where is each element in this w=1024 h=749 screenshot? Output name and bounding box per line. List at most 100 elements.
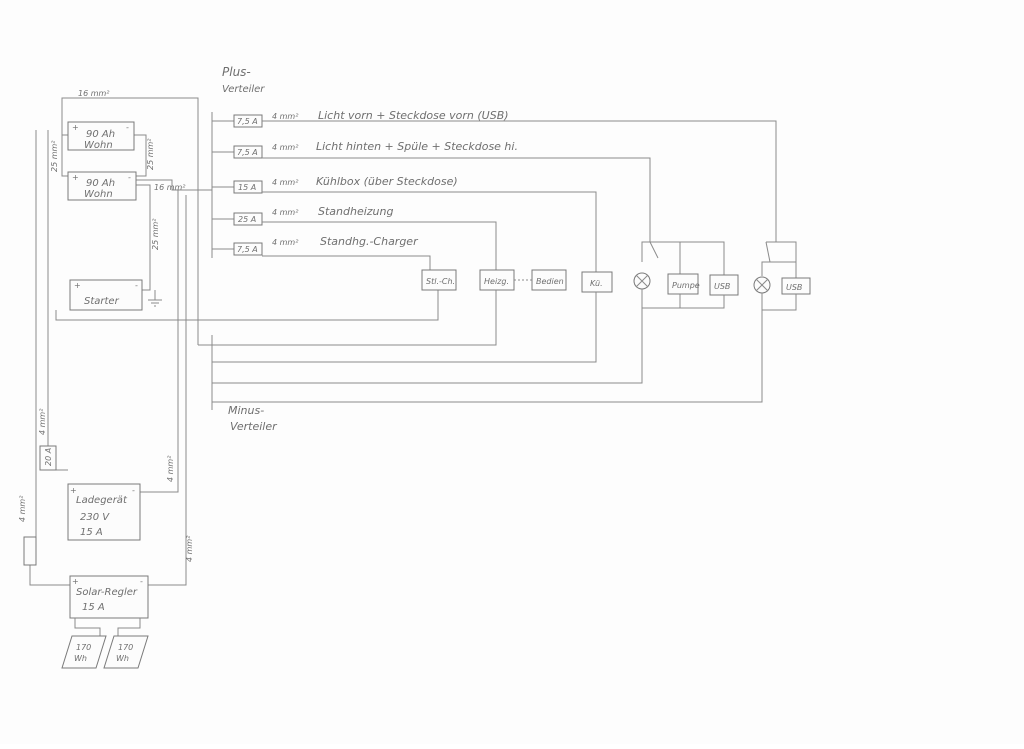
wire-charger-minus [140,190,179,493]
label-16mm-mid: 16 mm² [154,183,186,192]
load-ku: Kü. [581,271,613,293]
solar-panel-left-unit: Wh [74,654,87,663]
wire-solar-panel-right [117,618,141,636]
solar-controller-box [69,575,149,619]
label-25mm-left: 25 mm² [50,140,59,172]
charger-fuse-box [39,445,57,471]
return-front [212,310,763,403]
charger: + - Ladegerät 230 V 15 A [67,483,141,541]
load-bedien: Bedien [531,269,567,291]
wire-bat1-bat2-minus [134,134,147,177]
circuit-1: 7,5 A 4 mm² Licht vorn + Steckdose vorn … [212,109,777,243]
wire-25-to-starter [136,184,151,291]
solar-panel-right-shape [103,635,149,669]
minus-distributor-title: Minus- [228,404,264,417]
load-stlch: Stl.-Ch. [421,269,457,291]
circuit-3-line [262,191,597,272]
circuit-3-fuse [233,180,263,194]
circuit-3-desc: Kühlbox (über Steckdose) [316,175,458,188]
load-stlch-box [421,269,457,291]
wire-solar-plus [29,565,70,586]
circuit-4-wire: 4 mm² [272,208,299,217]
circuit-2: 7,5 A 4 mm² Licht hinten + Spüle + Steck… [212,140,651,242]
circuit-4-fuse-label: 25 A [238,215,256,224]
battery-wohn-2-box [67,171,137,201]
minus-distributor-subtitle: Verteiler [230,420,278,433]
circuit-4-desc: Standheizung [318,205,394,218]
solar-panel-left: 170 Wh [61,635,107,669]
load-bedien-label: Bedien [536,277,564,286]
battery-wohn-1-plus: + [72,123,79,132]
switch-front [765,241,771,263]
solar-controller-minus: - [140,577,143,586]
circuit-5: 7,5 A 4 mm² Standhg.-Charger [212,235,431,270]
circuit-1-wire: 4 mm² [272,112,299,121]
label-25mm-right: 25 mm² [146,138,155,170]
solar-fuse [23,536,37,566]
label-4mm-solar-left: 4 mm² [18,495,27,522]
solar-panel-right: 170 Wh [103,635,149,669]
battery-wohn-2-label: Wohn [84,189,113,200]
battery-starter: + - Starter [69,279,143,311]
circuit-4-fuse [233,212,263,226]
battery-bank-wiring [29,97,439,586]
switch-rear-return [641,289,725,309]
battery-wohn-2-capacity: 90 Ah [86,178,115,189]
switch-group-rear: Pumpe USB [633,241,739,309]
plus-distributor-subtitle: Verteiler [222,84,265,95]
wire-bat1-bat2-plus [61,135,68,177]
solar-panel-right-value: 170 [118,643,133,652]
circuit-1-line [262,120,777,243]
circuit-2-wire: 4 mm² [272,143,299,152]
solar-controller-name: Solar-Regler [76,587,138,598]
load-ku-box [581,271,613,293]
circuit-5-desc: Standhg.-Charger [320,235,419,248]
label-4mm-charger-left: 4 mm² [38,408,47,435]
wire-16-top [61,97,199,120]
charger-current: 15 A [80,527,103,538]
load-stlch-label: Stl.-Ch. [426,277,455,286]
lamp-rear-cross-b [635,274,649,288]
usb2-feed [776,241,797,262]
circuit-5-line [262,255,431,270]
battery-wohn-2: + - 90 Ah Wohn [67,171,137,201]
wire-bat1-plus [61,120,68,136]
load-heizg: Heizg. [479,269,515,291]
return-ku [212,292,597,363]
switch-rear [649,241,659,259]
load-heizg-label: Heizg. [484,277,509,286]
switch-group-front: USB [753,241,811,311]
battery-starter-plus: + [74,281,81,290]
lamp-front-cross-b [755,278,769,292]
wire-solar-panel-left [74,618,101,636]
battery-wohn-2-plus: + [72,173,79,182]
charger-voltage: 230 V [80,512,110,523]
solar-panel-left-shape [61,635,107,669]
circuit-4-line [262,221,497,270]
load-pumpe-box [667,273,699,295]
label-16mm-top: 16 mm² [78,89,110,98]
solar-panel-right-unit: Wh [116,654,129,663]
circuit-2-fuse [233,145,263,159]
label-25mm-starter: 25 mm² [151,218,160,250]
wire-16-mid [136,179,212,191]
battery-wohn-1: + - 90 Ah Wohn [67,121,135,151]
battery-wohn-1-label: Wohn [84,140,113,151]
circuit-1-fuse-label: 7,5 A [237,117,258,126]
wire-plus-to-charger [47,130,68,471]
charger-plus: + [70,486,77,495]
circuit-2-fuse-label: 7,5 A [237,148,258,157]
switch-front-bus [761,261,797,278]
circuit-5-wire: 4 mm² [272,238,299,247]
circuit-1-desc: Licht vorn + Steckdose vorn (USB) [318,109,509,122]
circuit-5-fuse [233,242,263,256]
solar-controller: + - Solar-Regler 15 A [69,575,149,619]
battery-wohn-1-box [67,121,135,151]
battery-wohn-1-minus: - [126,123,129,132]
circuit-5-fuse-label: 7,5 A [237,245,258,254]
charger-name: Ladegerät [76,495,128,506]
solar-panel-left-value: 170 [76,643,91,652]
battery-starter-minus: - [135,281,138,290]
